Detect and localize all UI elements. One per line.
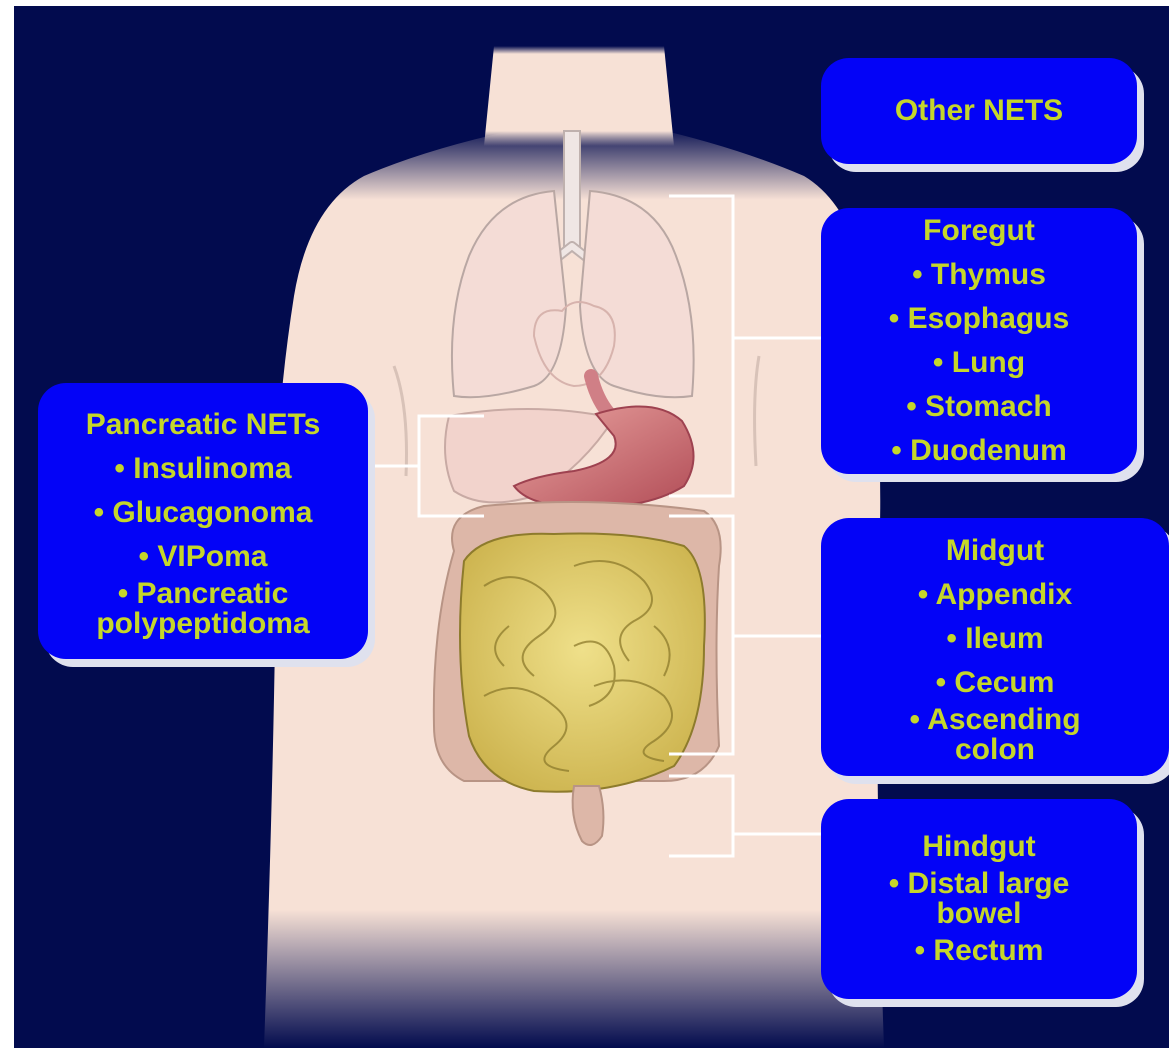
foregut-item: • Thymus — [821, 253, 1137, 297]
foregut-item: • Stomach — [821, 385, 1137, 429]
other-nets-title: Other NETS — [821, 89, 1137, 133]
pancreatic-item: polypeptidoma — [38, 609, 368, 639]
pancreatic-title: Pancreatic NETs — [38, 403, 368, 447]
hindgut-item: bowel — [821, 899, 1137, 929]
midgut-item: • Appendix — [821, 573, 1169, 617]
hindgut-item: • Distal large — [821, 869, 1137, 899]
diagram-canvas: Other NETS Foregut • Thymus • Esophagus … — [14, 6, 1169, 1048]
other-nets-box: Other NETS — [821, 58, 1137, 164]
foregut-item: • Esophagus — [821, 297, 1137, 341]
pancreatic-item: • Insulinoma — [38, 447, 368, 491]
hindgut-title: Hindgut — [821, 825, 1137, 869]
foregut-title: Foregut — [821, 209, 1137, 253]
foregut-item: • Duodenum — [821, 429, 1137, 473]
hindgut-item: • Rectum — [821, 929, 1137, 973]
midgut-box: Midgut • Appendix • Ileum • Cecum • Asce… — [821, 518, 1169, 776]
midgut-item: • Ascending — [821, 705, 1169, 735]
pancreatic-item: • Pancreatic — [38, 579, 368, 609]
midgut-title: Midgut — [821, 529, 1169, 573]
pancreatic-item: • Glucagonoma — [38, 491, 368, 535]
foregut-box: Foregut • Thymus • Esophagus • Lung • St… — [821, 208, 1137, 474]
pancreatic-nets-box: Pancreatic NETs • Insulinoma • Glucagono… — [38, 383, 368, 659]
foregut-item: • Lung — [821, 341, 1137, 385]
pancreatic-item: • VIPoma — [38, 535, 368, 579]
midgut-item: • Ileum — [821, 617, 1169, 661]
midgut-item: • Cecum — [821, 661, 1169, 705]
midgut-item: colon — [821, 735, 1169, 765]
hindgut-box: Hindgut • Distal large bowel • Rectum — [821, 799, 1137, 999]
